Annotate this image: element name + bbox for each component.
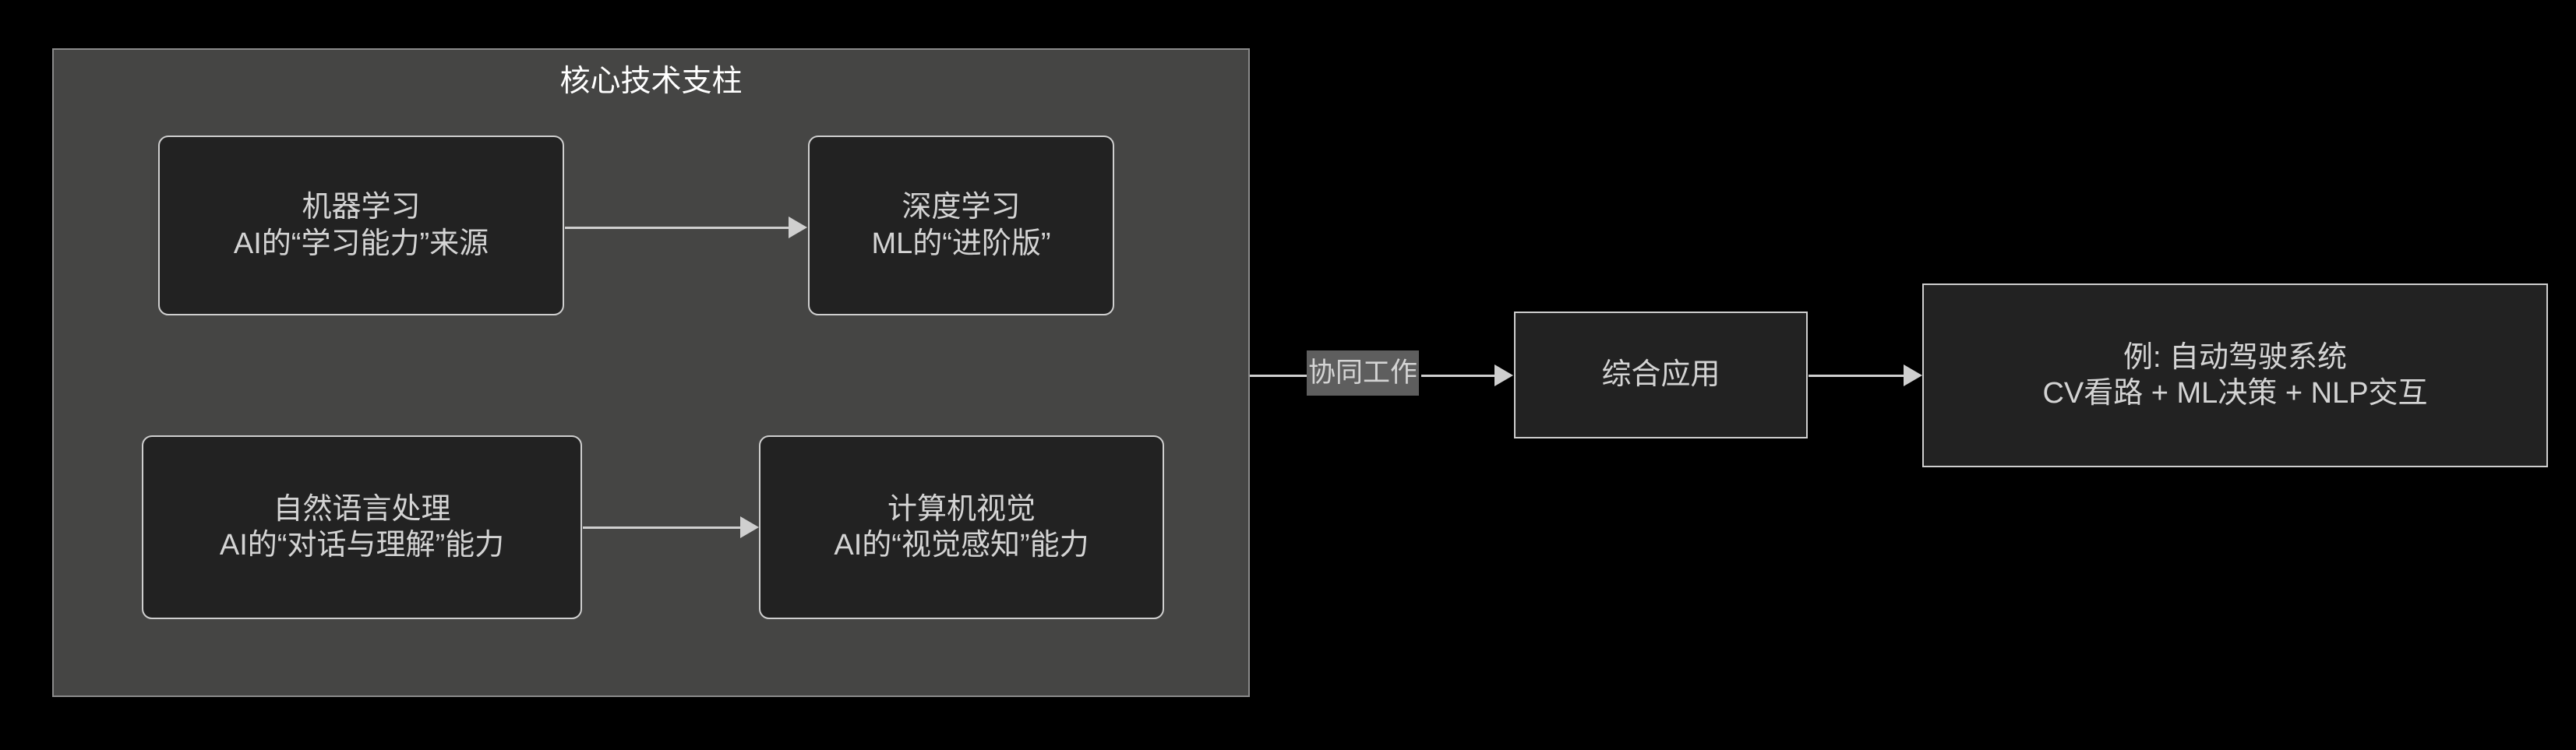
node-machine-learning-subtitle: AI的“学习能力”来源 bbox=[233, 227, 489, 260]
cluster-title: 核心技术支柱 bbox=[559, 65, 743, 98]
edge-cluster-to-app-line-right bbox=[1421, 375, 1497, 377]
node-integrated-application-title: 综合应用 bbox=[1601, 358, 1720, 392]
node-computer-vision-subtitle: AI的“视觉感知”能力 bbox=[834, 529, 1089, 562]
node-computer-vision[interactable]: 计算机视觉 AI的“视觉感知”能力 bbox=[759, 435, 1164, 619]
edge-label-collaborative-work[interactable]: 协同工作 bbox=[1307, 350, 1420, 396]
node-integrated-application[interactable]: 综合应用 bbox=[1514, 312, 1808, 438]
cluster-core-tech-pillars[interactable]: 核心技术支柱 机器学习 AI的“学习能力”来源 深度学习 ML的“进阶版” 自然… bbox=[52, 48, 1250, 697]
edge-ml-to-dl-line bbox=[565, 227, 791, 229]
node-nlp-title: 自然语言处理 bbox=[273, 492, 451, 526]
edge-cluster-to-app-line-left bbox=[1250, 375, 1308, 377]
edge-app-to-example-arrowhead bbox=[1904, 364, 1922, 386]
node-deep-learning-title: 深度学习 bbox=[902, 191, 1021, 224]
node-example-title: 例: 自动驾驶系统 bbox=[2123, 340, 2348, 374]
edge-app-to-example-line bbox=[1808, 375, 1905, 377]
edge-ml-to-dl-arrowhead bbox=[789, 217, 807, 238]
edge-nlp-to-cv-arrowhead bbox=[740, 516, 759, 538]
node-natural-language-processing[interactable]: 自然语言处理 AI的“对话与理解”能力 bbox=[142, 435, 582, 619]
node-computer-vision-title: 计算机视觉 bbox=[887, 492, 1036, 526]
edge-nlp-to-cv-line bbox=[583, 526, 742, 529]
node-autonomous-driving-example[interactable]: 例: 自动驾驶系统 CV看路 + ML决策 + NLP交互 bbox=[1922, 283, 2548, 467]
node-machine-learning[interactable]: 机器学习 AI的“学习能力”来源 bbox=[158, 136, 564, 315]
node-example-subtitle: CV看路 + ML决策 + NLP交互 bbox=[2042, 377, 2428, 410]
node-machine-learning-title: 机器学习 bbox=[302, 191, 421, 224]
node-deep-learning-subtitle: ML的“进阶版” bbox=[871, 227, 1051, 260]
node-nlp-subtitle: AI的“对话与理解”能力 bbox=[219, 529, 505, 562]
node-deep-learning[interactable]: 深度学习 ML的“进阶版” bbox=[808, 136, 1114, 315]
edge-cluster-to-app-arrowhead bbox=[1494, 364, 1513, 386]
